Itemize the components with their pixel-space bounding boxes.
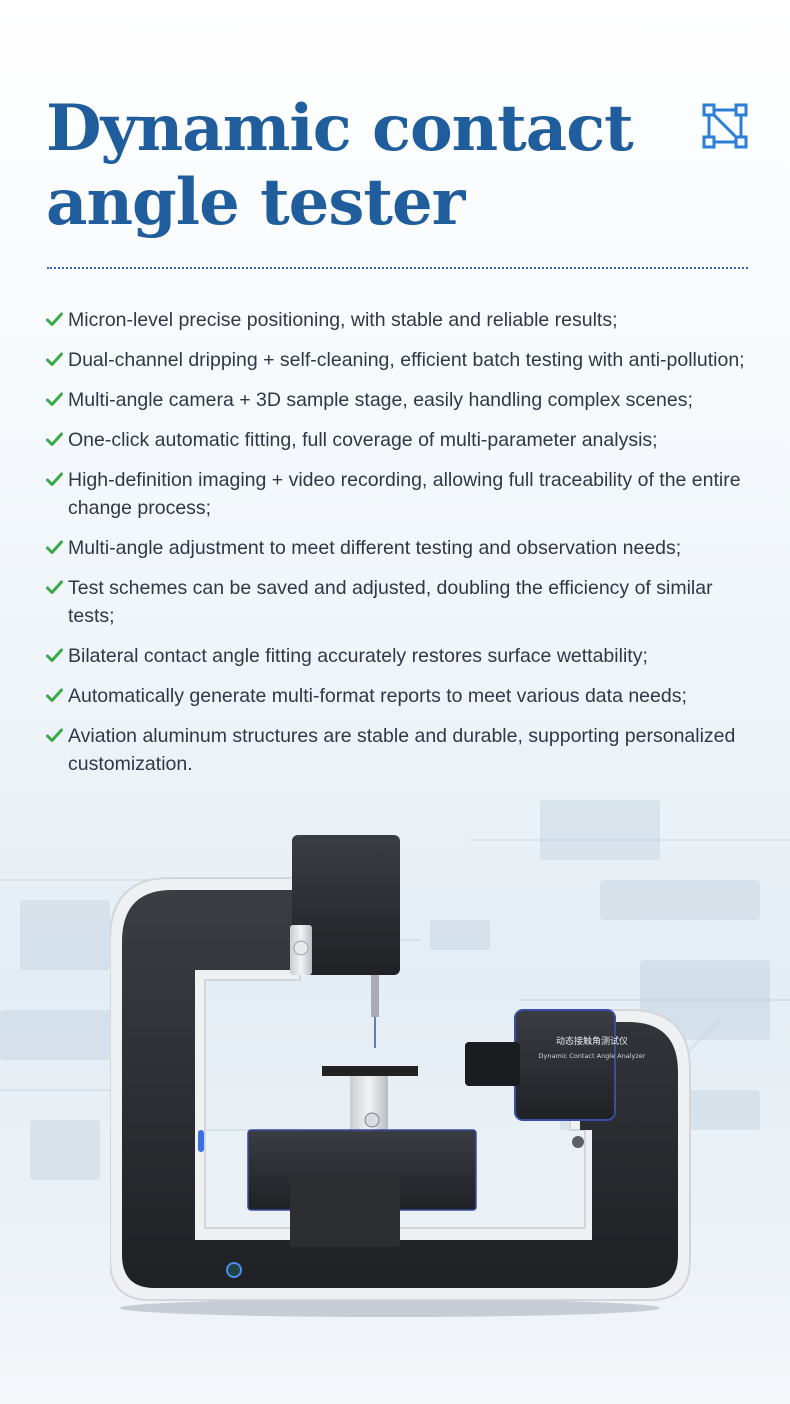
knob [293,940,309,956]
circuit-node-icon [702,103,748,149]
feature-text: High-definition imaging + video recordin… [68,469,741,519]
title-line-2: angle tester [46,165,465,240]
check-icon [46,580,63,594]
feature-item: Dual-channel dripping + self-cleaning, e… [46,346,756,374]
feature-text: One-click automatic fitting, full covera… [68,429,658,451]
feature-text: Micron-level precise positioning, with s… [68,309,618,331]
product-label-cn: 动态接触角测试仪 [556,1035,628,1047]
status-light [198,1130,204,1152]
shadow [120,1299,660,1317]
adjust-knob [572,1136,584,1148]
feature-item: Multi-angle adjustment to meet different… [46,534,756,562]
feature-item: One-click automatic fitting, full covera… [46,426,756,454]
light-source-housing [514,1009,616,1121]
check-icon [46,352,63,366]
feature-item: High-definition imaging + video recordin… [46,466,756,522]
feature-text: Dual-channel dripping + self-cleaning, e… [68,349,745,371]
check-icon [46,648,63,662]
check-icon [46,728,63,742]
feature-text: Automatically generate multi-format repo… [68,685,687,707]
feature-text: Bilateral contact angle fitting accurate… [68,645,648,667]
feature-text: Multi-angle adjustment to meet different… [68,537,682,559]
stage-knob [364,1112,380,1128]
feature-item: Automatically generate multi-format repo… [46,682,756,710]
feature-item: Multi-angle camera + 3D sample stage, ea… [46,386,756,414]
sample-plate [322,1066,418,1076]
section-divider [47,267,748,269]
check-icon [46,472,63,486]
sample-stage-post [350,1076,388,1136]
title-line-1: Dynamic contact [46,91,634,166]
power-button [226,1262,242,1278]
feature-list: Micron-level precise positioning, with s… [46,306,756,790]
feature-text: Aviation aluminum structures are stable … [68,725,736,775]
feature-item: Bilateral contact angle fitting accurate… [46,642,756,670]
feature-text: Test schemes can be saved and adjusted, … [68,577,713,627]
feature-item: Micron-level precise positioning, with s… [46,306,756,334]
camera-housing [292,835,400,975]
feature-text: Multi-angle camera + 3D sample stage, ea… [68,389,693,411]
product-label-en: Dynamic Contact Angle Analyzer [539,1052,646,1060]
contact-angle-tester-image: 动态接触角测试仪 Dynamic Contact Angle Analyzer [110,835,691,1317]
check-icon [46,392,63,406]
feature-item: Aviation aluminum structures are stable … [46,722,756,778]
check-icon [46,432,63,446]
needle-holder [371,975,379,1017]
frame-body [122,890,678,1288]
lens [465,1042,520,1086]
check-icon [46,688,63,702]
page-title: Dynamic contact angle tester [46,92,686,240]
feature-item: Test schemes can be saved and adjusted, … [46,574,756,630]
check-icon [46,540,63,554]
check-icon [46,312,63,326]
stage-drive [290,1175,400,1247]
